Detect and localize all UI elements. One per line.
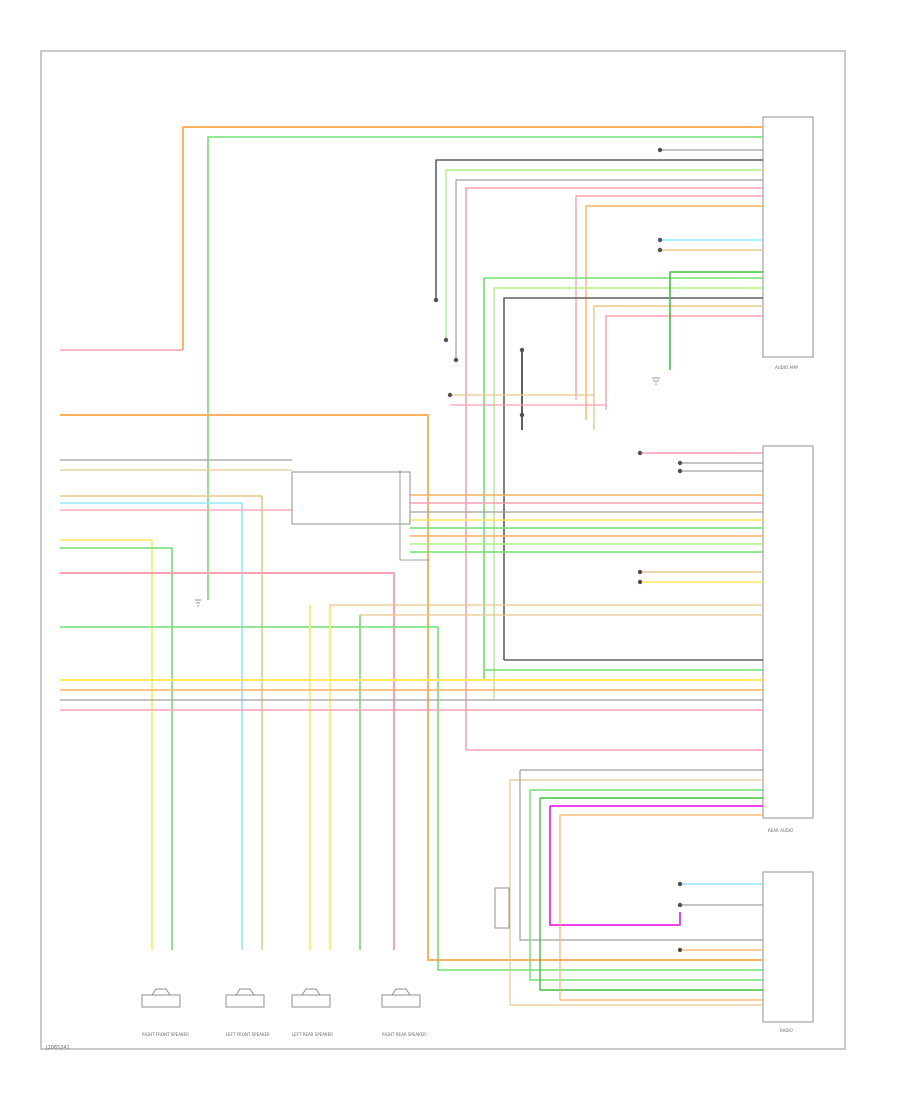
speaker-left-front-label: LEFT FRONT SPEAKER	[226, 1032, 270, 1037]
wire-bot-green2	[529, 790, 763, 981]
splice-dot	[453, 357, 459, 363]
radio-connector-c-label: RADIO	[780, 1028, 793, 1033]
wire-left-tan-spk	[60, 495, 263, 950]
splice-dots	[433, 147, 683, 953]
wire-bot-purple-loop	[549, 806, 681, 926]
wire-top-dgray	[435, 159, 763, 300]
wire-left-red-spk	[60, 572, 395, 950]
speaker-box	[141, 994, 181, 1008]
wire-bot-dgreen2	[539, 798, 763, 991]
wire-top-green	[207, 136, 763, 600]
wire-top-orange	[182, 126, 763, 350]
wire-left-green-spk	[60, 547, 173, 950]
wire-top-dgray2	[503, 297, 763, 660]
diagram-footer-code: J2065241	[45, 1045, 70, 1051]
splice-dot	[637, 569, 643, 575]
ground-symbols	[195, 377, 660, 607]
connector-top	[762, 116, 814, 358]
radio-connector-a-label: AUDIO AMP	[775, 365, 799, 370]
speaker-cone-icon	[391, 988, 411, 996]
wire-top-green2	[483, 277, 763, 680]
speaker-left-rear-label: LEFT REAR SPEAKER	[292, 1032, 333, 1037]
speaker-right-rear-label: RIGHT REAR SPEAKER	[382, 1032, 426, 1037]
wire-top-dgreen	[669, 271, 763, 370]
splice-dot	[519, 412, 525, 418]
wire-top-tan2	[593, 305, 763, 430]
connector-bottom	[762, 871, 814, 1023]
splice-dot	[447, 392, 453, 398]
speakers	[141, 988, 421, 1008]
junction-boxes	[291, 471, 510, 929]
speaker-cone-icon	[235, 988, 255, 996]
speaker-box	[381, 994, 421, 1008]
wire-bot-orange3	[559, 815, 763, 1001]
speaker-box	[291, 994, 331, 1008]
wire-top-lgreen2	[493, 287, 763, 700]
speaker-cone-icon	[301, 988, 321, 996]
wire-top-orange2	[585, 205, 763, 420]
speaker-box	[225, 994, 265, 1008]
splice-dot	[677, 947, 683, 953]
wire-top-lgreen	[445, 169, 763, 340]
splice-dot	[677, 902, 683, 908]
splice-dot	[637, 579, 643, 585]
wire-left-blue-spk	[60, 502, 243, 950]
junction-center	[291, 471, 411, 525]
ground-symbol-a	[195, 599, 201, 607]
wire-bot-gray3	[519, 770, 763, 941]
speaker-cone-icon	[151, 988, 171, 996]
splice-dot	[519, 347, 525, 353]
splice-dot	[433, 297, 439, 303]
splice-dot	[677, 881, 683, 887]
wire-group	[60, 126, 763, 1006]
component-labels: AUDIO AMP REAR AUDIO RADIO RIGHT FRONT S…	[142, 365, 799, 1037]
diagram-border	[40, 50, 846, 1050]
splice-dot	[637, 450, 643, 456]
wire-left-green-long	[60, 626, 763, 971]
splice-dot	[677, 460, 683, 466]
wire-center-gray	[399, 470, 430, 561]
wire-top-red	[465, 187, 763, 750]
ground-symbol-b	[652, 377, 660, 385]
wire-top-red3	[605, 315, 763, 410]
wire-left-orange	[60, 414, 763, 961]
splice-dot	[443, 337, 449, 343]
connector-middle	[762, 445, 814, 819]
wire-top-red2	[575, 195, 763, 400]
splice-dot	[657, 237, 663, 243]
junction-lower-right	[494, 887, 510, 929]
radio-connector-b-label: REAR AUDIO	[768, 828, 793, 833]
wire-bot-tan2	[509, 780, 763, 1006]
wire-top-gray2	[455, 179, 763, 360]
splice-dot	[677, 468, 683, 474]
connector-blocks	[762, 116, 814, 1023]
speaker-right-front-label: RIGHT FRONT SPEAKER	[142, 1032, 189, 1037]
wire-left-yellow-spk	[60, 539, 153, 950]
splice-dot	[657, 247, 663, 253]
splice-dot	[657, 147, 663, 153]
